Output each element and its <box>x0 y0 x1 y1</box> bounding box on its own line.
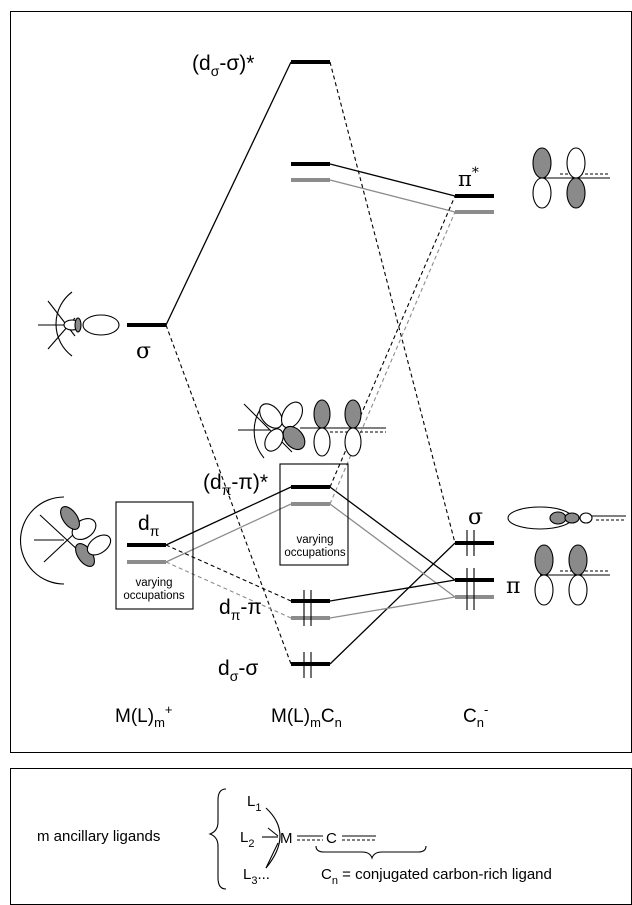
energy-levels <box>127 60 494 666</box>
label-d-pi-pi: dπ-π <box>219 596 262 623</box>
label-d-pi: dπ <box>138 512 160 539</box>
label-d-sigma-sigma: dσ-σ <box>218 657 258 684</box>
legend-metal-arc <box>265 807 281 869</box>
line-dpipistar-to-pi-grey <box>329 503 456 598</box>
legend-ligand-3: L3... <box>243 866 270 887</box>
label-varying-left-1: varying <box>135 577 172 589</box>
electron-pair-d-sigma-sigma <box>303 652 312 678</box>
column-label-ligand: Cn- <box>463 702 488 730</box>
occupation-box-metal <box>115 501 194 610</box>
electron-pair-ligand-sigma <box>466 530 475 556</box>
line-dpipi-to-pi-grey <box>329 596 456 619</box>
line-dpi-to-dpipi-black <box>165 544 292 602</box>
metal-sigma-orbital <box>38 291 120 357</box>
ligand-pi-orbital <box>534 544 610 606</box>
label-d-pi-pi-star: (dπ-π)* <box>203 471 268 498</box>
line-antibonding-to-ligand-sigma <box>329 61 456 544</box>
label-d-sigma-sigma-star: (dσ-σ)* <box>192 52 254 79</box>
label-ligand-sigma: σ <box>468 505 483 530</box>
line-dpipi-to-pi-black <box>329 579 456 602</box>
line-dpi-to-dpipistar-black <box>165 486 292 546</box>
line-dpipistar-to-pistar-grey <box>329 211 456 505</box>
legend-ancillary-text: m ancillary ligands <box>37 828 160 845</box>
line-sigma-to-antibonding <box>165 61 292 326</box>
label-metal-sigma: σ <box>136 339 151 364</box>
line-bonding-to-ligand-sigma <box>329 542 456 665</box>
legend: m ancillary ligands L1 L2 L3... M C Cn =… <box>37 788 552 890</box>
legend-cn-text: Cn = conjugated carbon-rich ligand <box>321 866 552 887</box>
electron-pair-ligand-pi <box>466 568 475 610</box>
line-sigma-to-bonding <box>165 324 292 665</box>
correlation-lines <box>165 61 456 665</box>
label-varying-left-2: occupations <box>123 590 185 602</box>
electron-pair-dpi-pi <box>303 590 312 626</box>
label-varying-center-2: occupations <box>284 547 346 559</box>
legend-ligand-2: L2 <box>240 829 254 850</box>
ligand-sigma-orbital <box>507 506 626 530</box>
label-ligand-pi: π <box>506 574 520 599</box>
legend-brace-ancillary <box>208 788 227 890</box>
label-pi-star: π* <box>458 165 479 191</box>
legend-bond-l3 <box>265 842 279 869</box>
legend-metal-symbol: M <box>280 830 293 847</box>
occupation-box-complex <box>279 463 349 566</box>
legend-carbon-symbol: C <box>326 830 337 847</box>
line-dpipistar-to-pi-black <box>329 486 456 581</box>
column-label-metal: M(L)m+ <box>115 702 173 730</box>
line-dpi-to-dpipi-grey <box>165 561 292 619</box>
label-varying-center-1: varying <box>296 534 333 546</box>
metal-dpi-orbital <box>20 496 112 585</box>
legend-bond-l1 <box>267 827 279 837</box>
ligand-pistar-orbital <box>532 147 610 209</box>
legend-ligand-1: L1 <box>247 793 261 814</box>
line-pistar-grey <box>329 179 456 213</box>
line-pistar-black <box>329 163 456 197</box>
legend-brace-cn <box>315 845 427 860</box>
line-dpi-to-dpipistar-grey <box>165 503 292 563</box>
complex-pi-orbital <box>238 399 386 459</box>
electron-pairs <box>303 530 475 678</box>
column-label-complex: M(L)mCn <box>271 706 342 730</box>
